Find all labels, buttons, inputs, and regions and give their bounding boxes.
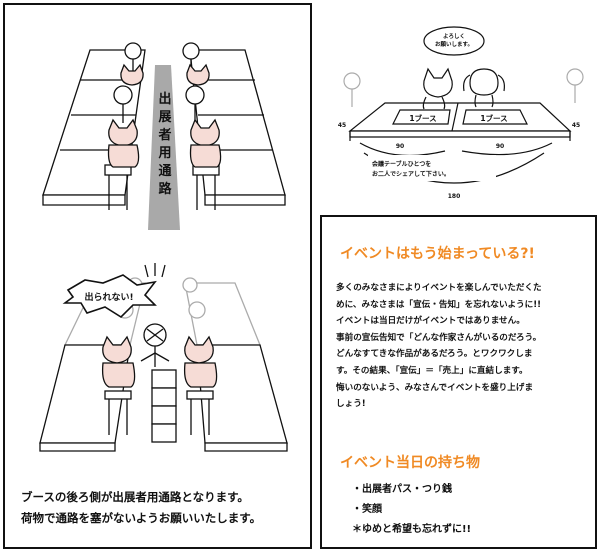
dimension-90-left: 90 <box>396 143 404 150</box>
body-line-2: めに、みなさまは「宣伝・告知」を忘れないように!! <box>336 299 542 310</box>
aisle-strip <box>148 65 180 230</box>
caption-line-1: ブースの後ろ側が出展者用通路となります。 <box>21 490 249 504</box>
item-1: ・出展者パス・つり銭 <box>352 484 452 495</box>
body-line-3: イベントは当日だけがイベントではありません。 <box>336 316 525 327</box>
aisle-char-6: 路 <box>158 181 172 197</box>
body-line-8: しょう! <box>336 399 366 410</box>
note-line-2: お二人でシェアして下さい。 <box>372 170 450 178</box>
body-line-1: 多くのみなさまによりイベントを楽しんでいただくた <box>336 283 542 293</box>
aisle-illustration <box>42 42 286 230</box>
dimension-45-left: 45 <box>338 122 346 129</box>
left-panel: 出 展 者 用 通 路 <box>3 3 312 549</box>
table-share-illustration-panel: よろしく お願いします。 1ブース 1ブース 45 45 90 90 会議テーブ… <box>320 3 597 206</box>
caption-line-2: 荷物で通路を塞がないようお願いいたします。 <box>21 511 262 525</box>
dimension-45-right: 45 <box>572 122 580 129</box>
body-line-5: どんなすてきな作品があるだろう。とワクワクしま <box>336 349 533 360</box>
item-2: ・笑顔 <box>352 504 382 515</box>
speech-bubble <box>423 26 485 56</box>
aisle-char-4: 用 <box>157 146 171 161</box>
event-body: 多くのみなさまによりイベントを楽しんでいただくた めに、みなさまは「宣伝・告知」… <box>336 280 586 413</box>
note-line-1: 会議テーブルひとつを <box>372 160 431 168</box>
aisle-label: 出 展 者 用 通 路 <box>157 91 172 197</box>
speech-line-2: お願いします。 <box>435 40 473 48</box>
left-illustrations: 出 展 者 用 通 路 <box>39 42 288 452</box>
booth-label-right: 1ブース <box>480 113 507 123</box>
speech-line-1: よろしく <box>443 33 465 40</box>
aisle-char-1: 出 <box>158 91 171 107</box>
aisle-char-2: 展 <box>158 110 172 125</box>
body-line-4: 事前の宣伝告知で「どんな作家さんがいるのだろう。 <box>336 332 542 343</box>
items-list: ・出展者パス・つり銭 ・笑顔 ＊ゆめと希望も忘れずに!! <box>352 480 471 540</box>
item-3: ＊ゆめと希望も忘れずに!! <box>352 524 472 535</box>
booth-label-left: 1ブース <box>409 113 436 123</box>
body-line-6: す。その結果、「宣伝」＝「売上」に直結します。 <box>336 365 528 376</box>
aisle-char-3: 者 <box>157 127 171 143</box>
body-line-7: 悔いのないよう、みなさんでイベントを盛り上げま <box>336 382 534 393</box>
dimension-90-right: 90 <box>496 143 504 150</box>
aisle-caption: ブースの後ろ側が出展者用通路となります。 荷物で通路を塞がないようお願いいたしま… <box>21 487 306 529</box>
table-share-illustration: よろしく お願いします。 1ブース 1ブース 45 45 90 90 会議テーブ… <box>338 26 584 200</box>
event-title: イベントはもう始まっている?! <box>340 246 535 262</box>
blocked-aisle-illustration <box>39 263 288 452</box>
aisle-char-5: 通 <box>158 163 171 179</box>
items-subtitle: イベント当日の持ち物 <box>340 455 480 471</box>
shout-bubble <box>62 274 157 319</box>
event-info-panel: イベントはもう始まっている?! 多くのみなさまによりイベントを楽しんでいただくた… <box>320 215 597 549</box>
dimension-180: 180 <box>448 193 461 200</box>
shout-text: 出られない! <box>84 291 133 303</box>
